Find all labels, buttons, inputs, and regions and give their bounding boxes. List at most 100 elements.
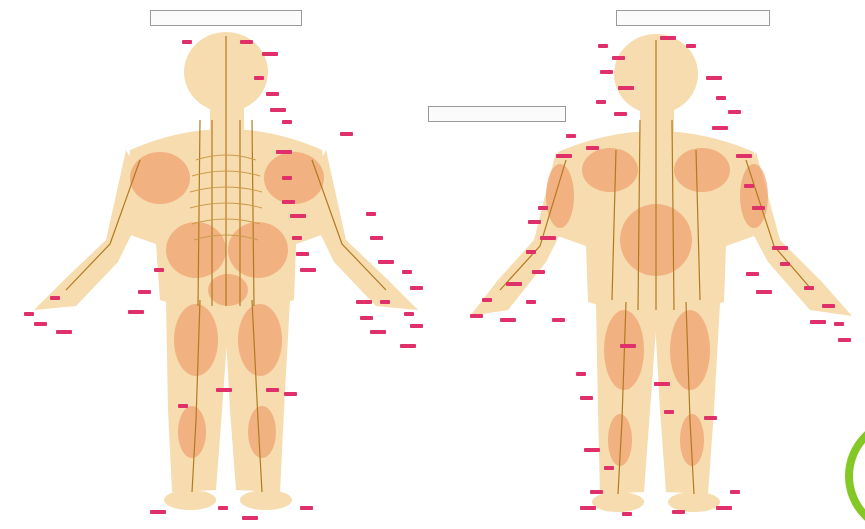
point-label-marker bbox=[706, 76, 722, 80]
point-label-marker bbox=[482, 298, 492, 302]
point-label-marker bbox=[526, 250, 536, 254]
point-label-marker bbox=[686, 44, 696, 48]
point-label-marker bbox=[716, 96, 726, 100]
point-label-marker bbox=[360, 316, 373, 320]
point-label-marker bbox=[50, 296, 60, 300]
point-label-marker bbox=[300, 506, 313, 510]
point-label-marker bbox=[528, 220, 541, 224]
point-label-marker bbox=[540, 236, 556, 240]
point-label-marker bbox=[290, 214, 306, 218]
point-label-marker bbox=[752, 206, 765, 210]
point-label-marker bbox=[580, 396, 593, 400]
point-label-marker bbox=[182, 40, 192, 44]
point-label-marker bbox=[552, 318, 565, 322]
point-label-marker bbox=[834, 322, 844, 326]
point-label-marker bbox=[810, 320, 826, 324]
point-label-marker bbox=[620, 344, 636, 348]
point-label-marker bbox=[378, 260, 394, 264]
point-label-marker bbox=[34, 322, 47, 326]
point-label-marker bbox=[128, 310, 144, 314]
point-label-marker bbox=[576, 372, 586, 376]
point-label-marker bbox=[586, 146, 599, 150]
point-label-marker bbox=[296, 252, 309, 256]
point-label-marker bbox=[532, 270, 545, 274]
point-label-marker bbox=[370, 330, 386, 334]
point-label-marker bbox=[756, 290, 772, 294]
point-label-marker bbox=[150, 510, 166, 514]
point-label-marker bbox=[590, 490, 603, 494]
point-label-marker bbox=[218, 506, 228, 510]
point-label-marker bbox=[266, 388, 279, 392]
point-label-marker bbox=[712, 126, 728, 130]
point-label-marker bbox=[24, 312, 34, 316]
point-label-marker bbox=[664, 410, 674, 414]
point-label-marker bbox=[744, 184, 754, 188]
point-label-marker bbox=[736, 154, 752, 158]
point-label-marker bbox=[470, 314, 483, 318]
point-label-marker bbox=[716, 506, 732, 510]
green-circle-icon bbox=[849, 420, 865, 529]
point-label-marker bbox=[240, 40, 253, 44]
point-label-marker bbox=[772, 246, 788, 250]
point-label-marker bbox=[538, 206, 548, 210]
point-label-marker bbox=[746, 272, 759, 276]
point-label-marker bbox=[266, 92, 279, 96]
point-label-marker bbox=[730, 490, 740, 494]
point-label-marker bbox=[216, 388, 232, 392]
point-label-marker bbox=[282, 120, 292, 124]
back-view-title-box bbox=[150, 10, 302, 26]
point-label-marker bbox=[284, 392, 297, 396]
point-label-marker bbox=[270, 108, 286, 112]
point-label-marker bbox=[242, 516, 258, 520]
point-label-marker bbox=[596, 100, 606, 104]
point-label-marker bbox=[600, 70, 613, 74]
point-label-marker bbox=[526, 300, 536, 304]
point-label-marker bbox=[704, 416, 717, 420]
point-label-marker bbox=[556, 154, 572, 158]
point-label-marker bbox=[300, 268, 316, 272]
point-label-marker bbox=[262, 52, 278, 56]
point-label-marker bbox=[366, 212, 376, 216]
front-view-title-box bbox=[616, 10, 770, 26]
point-label-marker bbox=[178, 404, 188, 408]
point-label-marker bbox=[780, 262, 790, 266]
point-label-marker bbox=[404, 312, 414, 316]
point-label-marker bbox=[380, 300, 390, 304]
point-label-marker bbox=[506, 282, 522, 286]
point-label-marker bbox=[604, 466, 614, 470]
point-label-marker bbox=[370, 236, 383, 240]
point-label-marker bbox=[500, 318, 516, 322]
point-label-marker bbox=[56, 330, 72, 334]
point-label-marker bbox=[138, 290, 151, 294]
point-label-marker bbox=[804, 286, 814, 290]
point-label-marker bbox=[402, 270, 412, 274]
point-label-marker bbox=[282, 200, 295, 204]
point-label-marker bbox=[654, 382, 670, 386]
point-label-marker bbox=[728, 110, 741, 114]
point-label-marker bbox=[660, 36, 676, 40]
point-label-marker bbox=[292, 236, 302, 240]
point-label-marker bbox=[340, 132, 353, 136]
point-label-marker bbox=[410, 324, 423, 328]
point-label-marker bbox=[566, 134, 576, 138]
point-label-marker bbox=[618, 86, 634, 90]
point-label-marker bbox=[584, 448, 600, 452]
point-label-marker bbox=[282, 176, 292, 180]
point-label-marker bbox=[614, 112, 627, 116]
point-label-marker bbox=[612, 56, 625, 60]
point-label-marker bbox=[598, 44, 608, 48]
point-label-marker bbox=[580, 506, 596, 510]
point-label-marker bbox=[822, 304, 835, 308]
point-label-marker bbox=[276, 150, 292, 154]
side-view-title-box bbox=[428, 106, 566, 122]
point-label-marker bbox=[838, 338, 851, 342]
point-label-marker bbox=[254, 76, 264, 80]
point-label-marker bbox=[622, 512, 632, 516]
point-label-marker bbox=[410, 286, 423, 290]
point-label-marker bbox=[672, 510, 685, 514]
point-label-marker bbox=[400, 344, 416, 348]
point-label-marker bbox=[356, 300, 372, 304]
point-label-marker bbox=[154, 268, 164, 272]
